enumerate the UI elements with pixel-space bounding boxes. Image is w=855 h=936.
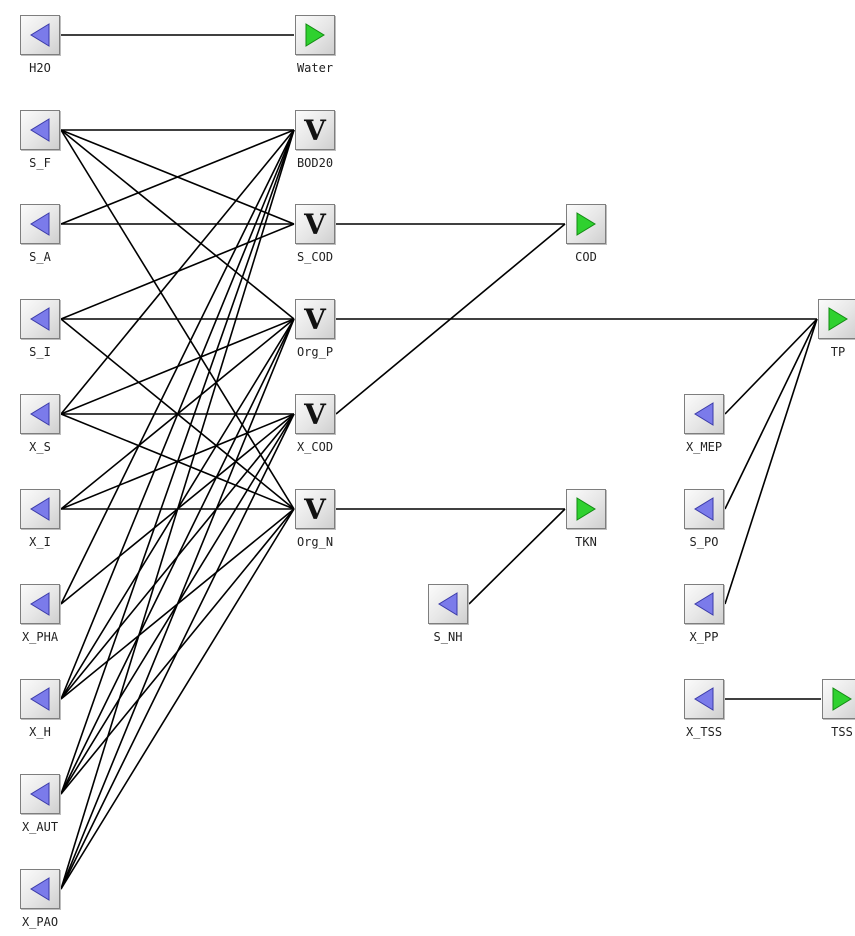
tp-output-block[interactable] bbox=[818, 299, 855, 339]
block-label: S_NH bbox=[433, 630, 463, 644]
left-triangle-icon bbox=[692, 496, 716, 522]
x-s-input-block[interactable] bbox=[20, 394, 60, 434]
x-h-input-block[interactable] bbox=[20, 679, 60, 719]
block-label: X_COD bbox=[296, 440, 334, 454]
block-label: TKN bbox=[575, 535, 597, 549]
block-label: S_COD bbox=[296, 250, 334, 264]
right-triangle-icon bbox=[574, 211, 598, 237]
v-letter-icon: V bbox=[304, 397, 326, 431]
left-triangle-icon bbox=[28, 401, 52, 427]
wire-s-po-to-tp[interactable] bbox=[724, 318, 818, 510]
block-label: X_PP bbox=[689, 630, 719, 644]
block-label: Org_P bbox=[296, 345, 334, 359]
left-triangle-icon bbox=[28, 496, 52, 522]
left-triangle-icon bbox=[28, 211, 52, 237]
x-pao-input-block[interactable] bbox=[20, 869, 60, 909]
tss-output-block[interactable] bbox=[822, 679, 855, 719]
block-label: S_F bbox=[29, 156, 51, 170]
wire-x-pao-to-org-n[interactable] bbox=[60, 508, 295, 890]
wire-x-mep-to-tp[interactable] bbox=[724, 318, 818, 415]
org-p-sum-block[interactable]: V bbox=[295, 299, 335, 339]
wire-x-pao-to-x-cod[interactable] bbox=[60, 413, 295, 890]
left-triangle-icon bbox=[28, 781, 52, 807]
s-po-input-block[interactable] bbox=[684, 489, 724, 529]
wire-x-pao-to-org-p[interactable] bbox=[60, 318, 295, 890]
block-label: X_MEP bbox=[685, 440, 723, 454]
block-label: X_PHA bbox=[21, 630, 59, 644]
left-triangle-icon bbox=[28, 876, 52, 902]
block-label: BOD20 bbox=[296, 156, 334, 170]
left-triangle-icon bbox=[28, 686, 52, 712]
block-label: TSS bbox=[831, 725, 853, 739]
v-letter-icon: V bbox=[304, 492, 326, 526]
wire-s-a-to-bod20[interactable] bbox=[60, 129, 295, 225]
right-triangle-icon bbox=[303, 22, 327, 48]
water-output-block[interactable] bbox=[295, 15, 335, 55]
block-label: X_H bbox=[29, 725, 51, 739]
wire-x-aut-to-org-p[interactable] bbox=[60, 318, 295, 795]
tkn-output-block[interactable] bbox=[566, 489, 606, 529]
wire-x-h-to-bod20[interactable] bbox=[60, 129, 295, 700]
left-triangle-icon bbox=[436, 591, 460, 617]
block-label: X_TSS bbox=[685, 725, 723, 739]
cod-output-block[interactable] bbox=[566, 204, 606, 244]
x-pp-input-block[interactable] bbox=[684, 584, 724, 624]
left-triangle-icon bbox=[28, 117, 52, 143]
block-label: S_I bbox=[29, 345, 51, 359]
wire-x-pp-to-tp[interactable] bbox=[724, 318, 818, 605]
block-label: TP bbox=[830, 345, 846, 359]
s-cod-sum-block[interactable]: V bbox=[295, 204, 335, 244]
v-letter-icon: V bbox=[304, 302, 326, 336]
left-triangle-icon bbox=[692, 401, 716, 427]
wire-x-aut-to-bod20[interactable] bbox=[60, 129, 295, 795]
block-label: Water bbox=[296, 61, 334, 75]
block-label: X_PAO bbox=[21, 915, 59, 929]
block-label: COD bbox=[575, 250, 597, 264]
x-pha-input-block[interactable] bbox=[20, 584, 60, 624]
wire-s-nh-to-tkn[interactable] bbox=[468, 508, 566, 605]
s-f-input-block[interactable] bbox=[20, 110, 60, 150]
v-letter-icon: V bbox=[304, 207, 326, 241]
block-label: X_I bbox=[29, 535, 51, 549]
left-triangle-icon bbox=[692, 591, 716, 617]
right-triangle-icon bbox=[830, 686, 854, 712]
org-n-sum-block[interactable]: V bbox=[295, 489, 335, 529]
left-triangle-icon bbox=[28, 306, 52, 332]
x-i-input-block[interactable] bbox=[20, 489, 60, 529]
s-nh-input-block[interactable] bbox=[428, 584, 468, 624]
wire-x-pao-to-bod20[interactable] bbox=[60, 129, 295, 890]
x-tss-input-block[interactable] bbox=[684, 679, 724, 719]
left-triangle-icon bbox=[28, 591, 52, 617]
x-aut-input-block[interactable] bbox=[20, 774, 60, 814]
block-label: S_PO bbox=[689, 535, 719, 549]
left-triangle-icon bbox=[28, 22, 52, 48]
x-mep-input-block[interactable] bbox=[684, 394, 724, 434]
wire-x-pha-to-bod20[interactable] bbox=[60, 129, 295, 605]
block-label: H2O bbox=[29, 61, 51, 75]
s-a-input-block[interactable] bbox=[20, 204, 60, 244]
left-triangle-icon bbox=[692, 686, 716, 712]
v-letter-icon: V bbox=[304, 113, 326, 147]
block-label: X_S bbox=[29, 440, 51, 454]
x-cod-sum-block[interactable]: V bbox=[295, 394, 335, 434]
block-label: Org_N bbox=[296, 535, 334, 549]
h2o-input-block[interactable] bbox=[20, 15, 60, 55]
s-i-input-block[interactable] bbox=[20, 299, 60, 339]
block-label: X_AUT bbox=[21, 820, 59, 834]
right-triangle-icon bbox=[826, 306, 850, 332]
right-triangle-icon bbox=[574, 496, 598, 522]
wire-x-s-to-bod20[interactable] bbox=[60, 129, 295, 415]
block-label: S_A bbox=[29, 250, 51, 264]
bod20-sum-block[interactable]: V bbox=[295, 110, 335, 150]
